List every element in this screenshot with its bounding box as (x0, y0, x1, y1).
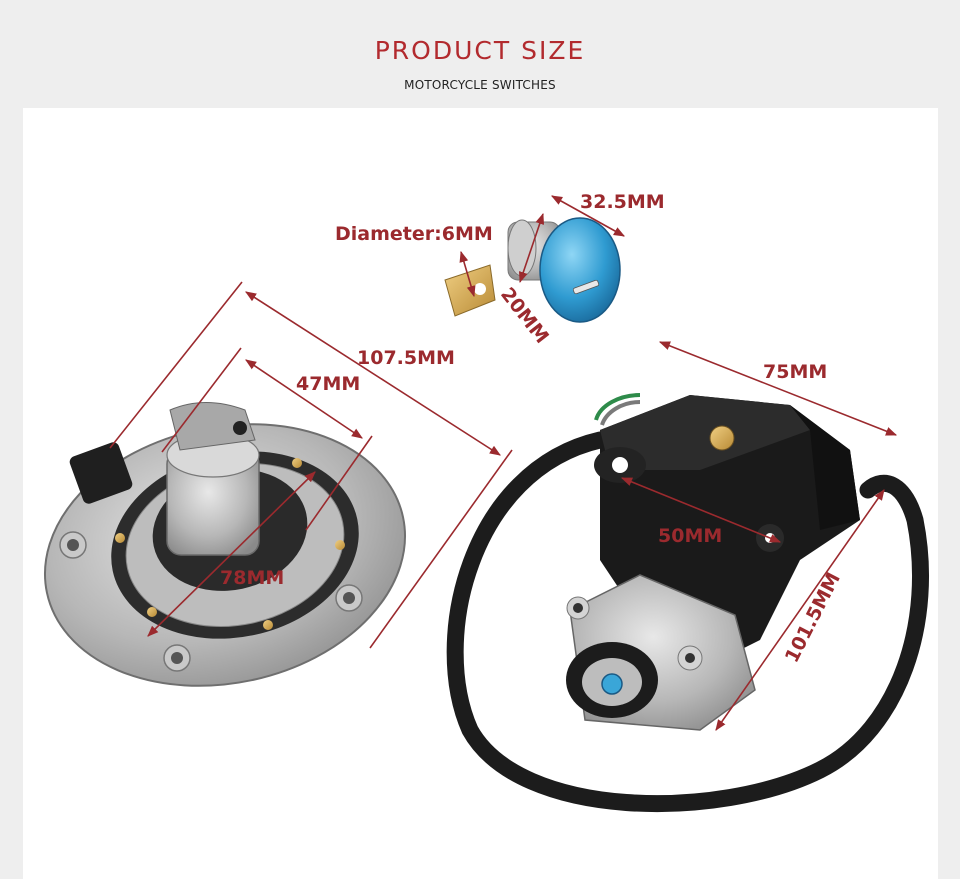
dimension-78-line (147, 471, 316, 637)
label-107-5mm: 107.5MM (357, 347, 455, 369)
label-32-5mm: 32.5MM (580, 191, 665, 213)
dimension-75-line (658, 341, 898, 436)
extension-line (161, 347, 242, 453)
label-diameter-6mm: Diameter:6MM (335, 223, 493, 245)
label-75mm: 75MM (763, 361, 827, 383)
dimension-lines (109, 195, 898, 731)
dimension-6-line (459, 250, 476, 298)
dimension-20-line (518, 212, 545, 284)
dimension-47-line (245, 359, 363, 439)
page-subtitle: MOTORCYCLE SWITCHES (404, 78, 556, 92)
extension-line (109, 281, 243, 449)
dimension-32-line (551, 195, 625, 237)
extension-line (369, 449, 513, 649)
label-101-5mm: 101.5MM (781, 569, 845, 666)
label-78mm: 78MM (220, 567, 284, 589)
page-title: PRODUCT SIZE (374, 36, 586, 65)
extension-line (305, 435, 373, 531)
ignition-switch-illustration (446, 393, 929, 813)
dimension-101-line (715, 489, 885, 731)
label-50mm: 50MM (658, 525, 722, 547)
label-47mm: 47MM (296, 373, 360, 395)
dimension-107-line (245, 291, 501, 456)
